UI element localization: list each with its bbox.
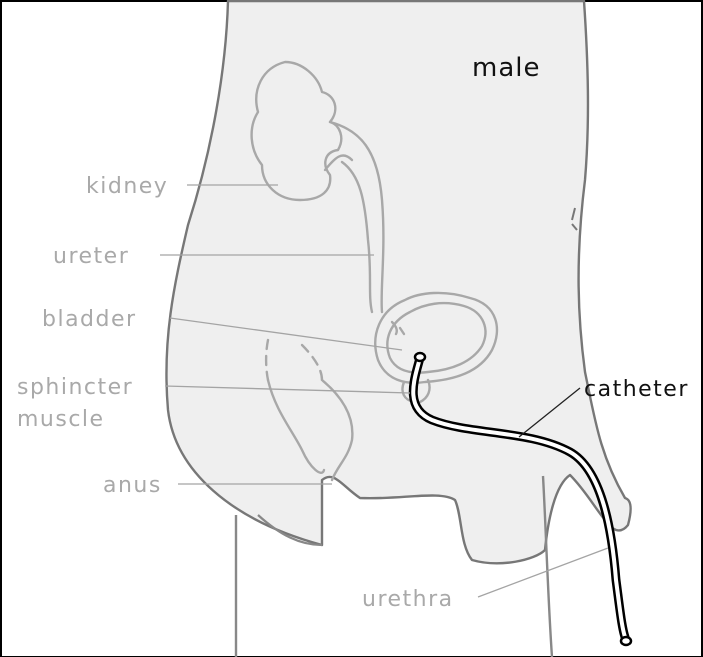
- sphincter-label-line2: muscle: [17, 407, 105, 432]
- title-label: male: [472, 53, 540, 83]
- sphincter-label-line1: sphincter: [17, 375, 133, 400]
- bladder-label: bladder: [42, 307, 137, 332]
- body-silhouette: [166, 1, 630, 657]
- anus-label: anus: [103, 473, 162, 498]
- kidney-label: kidney: [86, 174, 168, 199]
- ureter-label: ureter: [53, 244, 129, 269]
- catheter-label: catheter: [584, 377, 689, 402]
- urethra-label: urethra: [362, 587, 454, 612]
